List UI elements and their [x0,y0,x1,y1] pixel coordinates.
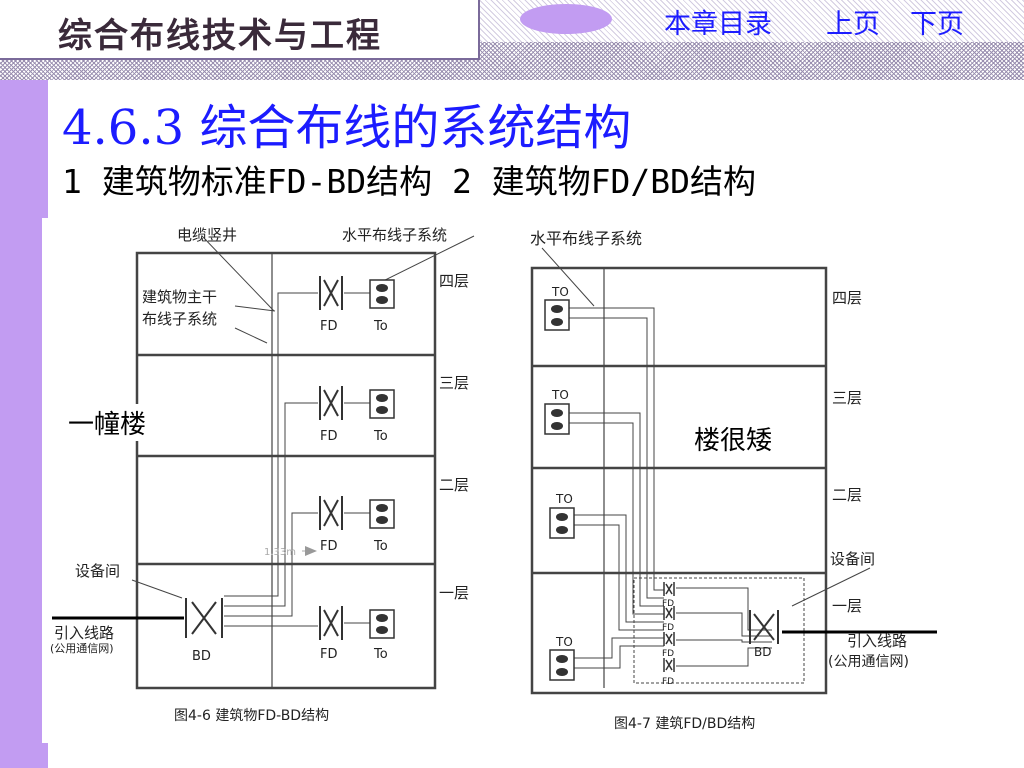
nav-prev-link[interactable]: 上页 [826,9,880,40]
diagram-background [42,218,942,743]
to-label: TO [551,388,569,402]
floor-label-3: 三层 [832,389,862,407]
horizontal-cable [567,307,664,591]
to-label: TO [551,285,569,299]
figure-fd-slash-bd [530,247,937,695]
left-accent-bar [0,80,48,768]
course-title: 综合布线技术与工程 [58,16,382,56]
telecom-outlet-icon [369,499,395,529]
bd-label: BD [192,649,211,664]
dimension-label: 1.33m [264,547,296,558]
telecom-outlet-icon [369,279,395,309]
figure-4-6-caption: 图4-6 建筑物FD-BD结构 [174,708,329,724]
dimension-marker [302,546,317,556]
fd-distributor-icon [663,606,675,620]
label-horizontal-subsystem: 水平布线子系统 [530,229,642,248]
fd-label: FD [662,649,674,659]
fd-distributor-icon [319,606,343,640]
floor-label-1: 一层 [832,597,862,615]
fd-distributor-icon [663,582,675,596]
fd-label: FD [662,677,674,687]
label-incoming-line: 引入线路 [54,624,114,642]
to-label: TO [555,635,573,649]
label-cable-shaft: 电缆竖井 [177,226,237,244]
horizontal-cable [567,637,664,659]
horizontal-cable [567,412,664,607]
telecom-outlet-icon [369,609,395,639]
label-horizontal-subsystem: 水平布线子系统 [342,226,447,244]
label-incoming-line: 引入线路 [847,632,907,650]
callout-one-building: 一幢楼 [68,404,147,441]
horizontal-cable [567,514,664,623]
telecom-outlet-icon [369,389,395,419]
label-backbone-line2: 布线子系统 [142,310,217,328]
label-incoming-sub: (公用通信网) [828,654,909,670]
section-subtitle: 1 建筑物标准FD-BD结构 2 建筑物FD/BD结构 [62,162,757,201]
bd-label: BD [754,645,771,659]
bd-distributor-icon [749,610,779,644]
label-equipment-room: 设备间 [830,550,875,568]
horizontal-cable [567,524,664,631]
backbone-cable [224,512,318,617]
horizontal-cable [567,422,664,615]
telecom-outlet-icon [544,299,570,331]
fd-distributor-icon [319,276,343,310]
backbone-cable [224,292,318,597]
label-equipment-room: 设备间 [75,562,120,580]
to-label: TO [555,492,573,506]
fd-distributor-icon [319,496,343,530]
building-outline [530,266,828,695]
to-label: To [373,429,388,444]
floor-label-1: 一层 [439,584,469,602]
floor-label-4: 四层 [832,289,862,307]
floor-label-2: 二层 [832,486,862,504]
figure-fd-bd [52,235,475,690]
fd-label: FD [320,647,338,662]
callout-low-building: 楼很矮 [694,420,773,457]
horizontal-cable [567,645,664,669]
course-title-box [0,0,480,60]
to-label: To [373,319,388,334]
fd-label: FD [662,599,674,609]
cabling-structure-diagram: 电缆竖井 水平布线子系统 建筑物主干 布线子系统 四层 三层 二层 一层 FD … [42,218,942,743]
section-title: 4.6.3 综合布线的系统结构 [62,100,632,156]
fd-label: FD [320,319,338,334]
backbone-cable [224,402,318,607]
telecom-outlet-icon [549,649,575,681]
nav-next-link[interactable]: 下页 [910,9,964,40]
fd-label: FD [320,539,338,554]
decorative-oval-icon [520,4,612,34]
telecom-outlet-icon [549,507,575,539]
telecom-outlet-icon [544,403,570,435]
floor-label-4: 四层 [439,272,469,290]
fd-label: FD [662,623,674,633]
fd-distributor-icon [663,658,675,672]
label-backbone-line1: 建筑物主干 [142,288,217,306]
fd-distributor-icon [319,386,343,420]
bd-distributor-icon [185,598,223,638]
building-outline [135,251,437,690]
fd-distributor-icon [663,632,675,646]
to-label: To [373,647,388,662]
fd-label: FD [320,429,338,444]
figure-4-7-caption: 图4-7 建筑FD/BD结构 [614,716,755,732]
to-label: To [373,539,388,554]
horizontal-cable [567,317,664,599]
nav-toc-link[interactable]: 本章目录 [664,9,772,40]
floor-label-2: 二层 [439,476,469,494]
label-incoming-sub: (公用通信网) [50,642,114,655]
floor-label-3: 三层 [439,374,469,392]
